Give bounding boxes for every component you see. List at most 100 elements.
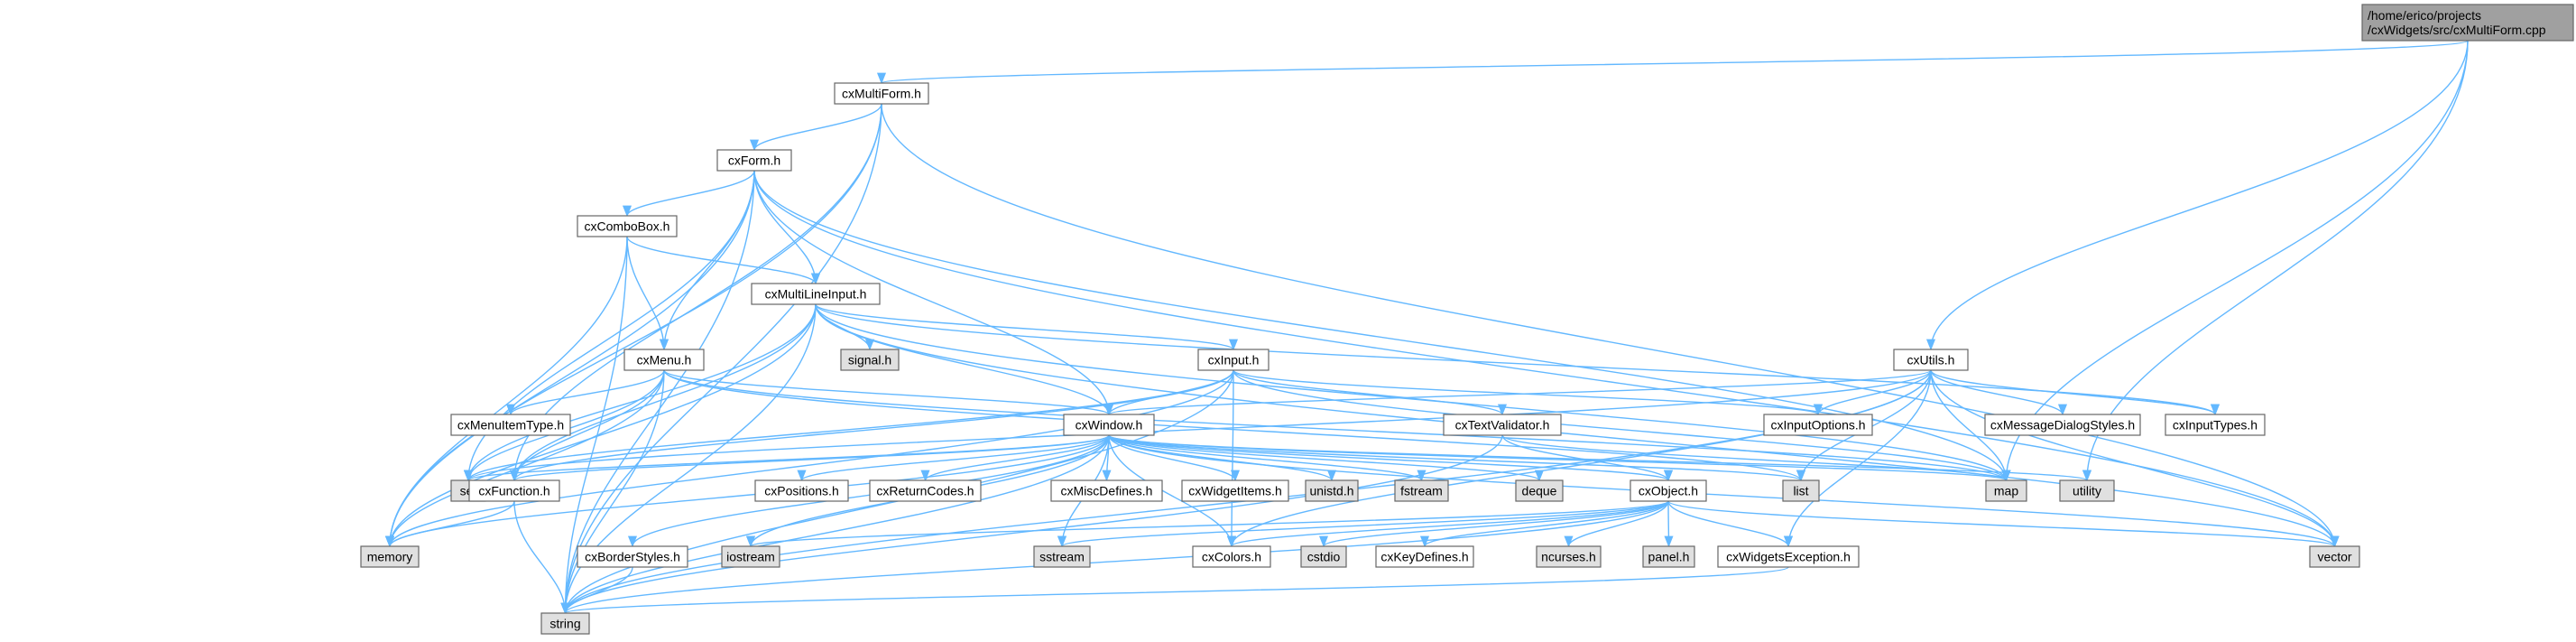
node-vector[interactable]: vector [2309,545,2360,568]
node-cxColors_h[interactable]: cxColors.h [1192,545,1271,568]
node-label-cxKeyDefines_h: cxKeyDefines.h [1380,550,1468,564]
edge-cxWindow_h-to-deque [1108,434,1544,482]
edge-root-to-cxUtils_h [1926,40,2469,351]
node-ncurses_h[interactable]: ncurses.h [1536,545,1602,568]
node-box-cxWindow_h [1063,414,1155,436]
node-fstream[interactable]: fstream [1394,479,1449,502]
node-box-fstream [1394,479,1449,502]
node-label-cxInputTypes_h: cxInputTypes.h [2173,418,2257,433]
node-cxUtils_h[interactable]: cxUtils.h [1893,349,1969,371]
node-cxMenuItemType_h[interactable]: cxMenuItemType.h [450,414,571,436]
node-label-iostream: iostream [726,550,775,564]
node-cxMultiForm_h[interactable]: cxMultiForm.h [834,82,929,105]
nodes-layer: /home/erico/projects/cxWidgets/src/cxMul… [360,4,2574,635]
edge-cxComboBox_h-to-memory [384,236,628,548]
edge-cxInput_h-to-cxColors_h [1226,369,1237,548]
edge-cxWindow_h-to-utility [1108,434,2091,482]
edge-cxUtils_h-to-set [464,369,1932,482]
node-iostream[interactable]: iostream [721,545,780,568]
edge-cxUtils_h-to-cxMessageDialogStyles_h [1930,369,2067,416]
node-box-cxWidgetItems_h [1181,479,1289,502]
edge-cxMultiForm_h-to-string [560,103,882,615]
node-cxPositions_h[interactable]: cxPositions.h [754,479,849,502]
node-box-cxWidgetsException_h [1717,545,1860,568]
edge-cxMultiLineInput_h-to-string [560,303,817,615]
node-box-cxMenuItemType_h [450,414,571,436]
node-label-vector: vector [2317,550,2351,564]
edge-cxObject_h-to-cxColors_h [1227,500,1669,548]
node-label-cxWindow_h: cxWindow.h [1076,418,1143,433]
node-map[interactable]: map [1985,479,2027,502]
node-cxBorderStyles_h[interactable]: cxBorderStyles.h [577,545,688,568]
node-unistd_h[interactable]: unistd.h [1305,479,1359,502]
edge-cxInput_h-to-cxTextValidator_h [1233,369,1507,416]
node-cstdio[interactable]: cstdio [1300,545,1347,568]
edge-cxWindow_h-to-set [464,434,1110,482]
node-cxWidgetItems_h[interactable]: cxWidgetItems.h [1181,479,1289,502]
edge-cxWindow_h-to-cxReturnCodes_h [920,434,1110,482]
edge-cxWindow_h-to-cxWidgetItems_h [1108,434,1240,482]
node-memory[interactable]: memory [360,545,420,568]
node-cxFunction_h[interactable]: cxFunction.h [468,479,560,502]
edge-cxComboBox_h-to-string [560,236,628,615]
edge-cxMultiForm_h-to-vector [881,103,2340,548]
node-panel_h[interactable]: panel.h [1642,545,1695,568]
edge-cxForm_h-to-cxWindow_h [753,170,1113,416]
node-utility[interactable]: utility [2059,479,2115,502]
node-label-string: string [549,617,580,631]
node-box-cxInput_h [1197,349,1270,371]
edge-cxMultiLineInput_h-to-cxInput_h [815,303,1238,351]
edge-cxObject_h-to-ncurses_h [1564,500,1669,548]
node-cxComboBox_h[interactable]: cxComboBox.h [577,215,678,237]
node-sstream[interactable]: sstream [1033,545,1091,568]
node-box-cstdio [1300,545,1347,568]
node-signal_h[interactable]: signal.h [840,349,900,371]
node-string[interactable]: string [540,612,590,635]
edge-root-to-utility [2082,40,2469,482]
node-label-cxWidgetsException_h: cxWidgetsException.h [1726,550,1851,564]
node-label-cxForm_h: cxForm.h [728,154,780,168]
node-box-map [1985,479,2027,502]
node-label-deque: deque [1522,484,1557,498]
node-deque[interactable]: deque [1515,479,1564,502]
edge-cxInput_h-to-memory [385,369,1234,548]
node-cxMultiLineInput_h[interactable]: cxMultiLineInput.h [751,283,881,305]
edge-cxWindow_h-to-cxPositions_h [797,434,1110,482]
node-cxInputOptions_h[interactable]: cxInputOptions.h [1763,414,1873,436]
node-cxForm_h[interactable]: cxForm.h [716,149,792,172]
edge-cxFunction_h-to-memory [385,500,515,548]
node-list[interactable]: list [1782,479,1820,502]
node-cxKeyDefines_h[interactable]: cxKeyDefines.h [1375,545,1474,568]
node-cxObject_h[interactable]: cxObject.h [1630,479,1707,502]
node-cxMenu_h[interactable]: cxMenu.h [623,349,705,371]
node-cxMiscDefines_h[interactable]: cxMiscDefines.h [1050,479,1163,502]
edge-cxWindow_h-to-vector [1108,434,2340,548]
node-cxMessageDialogStyles_h[interactable]: cxMessageDialogStyles.h [1984,414,2141,436]
node-cxInput_h[interactable]: cxInput.h [1197,349,1270,371]
node-label-unistd_h: unistd.h [1309,484,1353,498]
edge-cxWindow_h-to-fstream [1108,434,1426,482]
node-label-cxUtils_h: cxUtils.h [1907,353,1955,368]
node-box-sstream [1033,545,1091,568]
edge-cxObject_h-to-iostream [746,500,1669,548]
edge-cxUtils_h-to-cxInputOptions_h [1814,369,1932,416]
edge-cxObject_h-to-string [560,500,1669,615]
node-box-cxColors_h [1192,545,1271,568]
node-label-cxMiscDefines_h: cxMiscDefines.h [1061,484,1153,498]
node-cxInputTypes_h[interactable]: cxInputTypes.h [2165,414,2266,436]
node-box-unistd_h [1305,479,1359,502]
node-cxTextValidator_h[interactable]: cxTextValidator.h [1443,414,1562,436]
edge-cxMenu_h-to-string [560,369,665,615]
node-cxReturnCodes_h[interactable]: cxReturnCodes.h [869,479,982,502]
edge-cxObject_h-to-sstream [1057,500,1669,548]
edge-cxFunction_h-to-string [513,500,570,615]
node-box-cxMenu_h [623,349,705,371]
node-cxWidgetsException_h[interactable]: cxWidgetsException.h [1717,545,1860,568]
node-box-memory [360,545,420,568]
node-box-signal_h [840,349,900,371]
node-box-cxMessageDialogStyles_h [1984,414,2141,436]
node-label-cxReturnCodes_h: cxReturnCodes.h [876,484,974,498]
node-root[interactable]: /home/erico/projects/cxWidgets/src/cxMul… [2361,4,2574,42]
node-cxWindow_h[interactable]: cxWindow.h [1063,414,1155,436]
node-label-cxMultiLineInput_h: cxMultiLineInput.h [765,287,867,302]
